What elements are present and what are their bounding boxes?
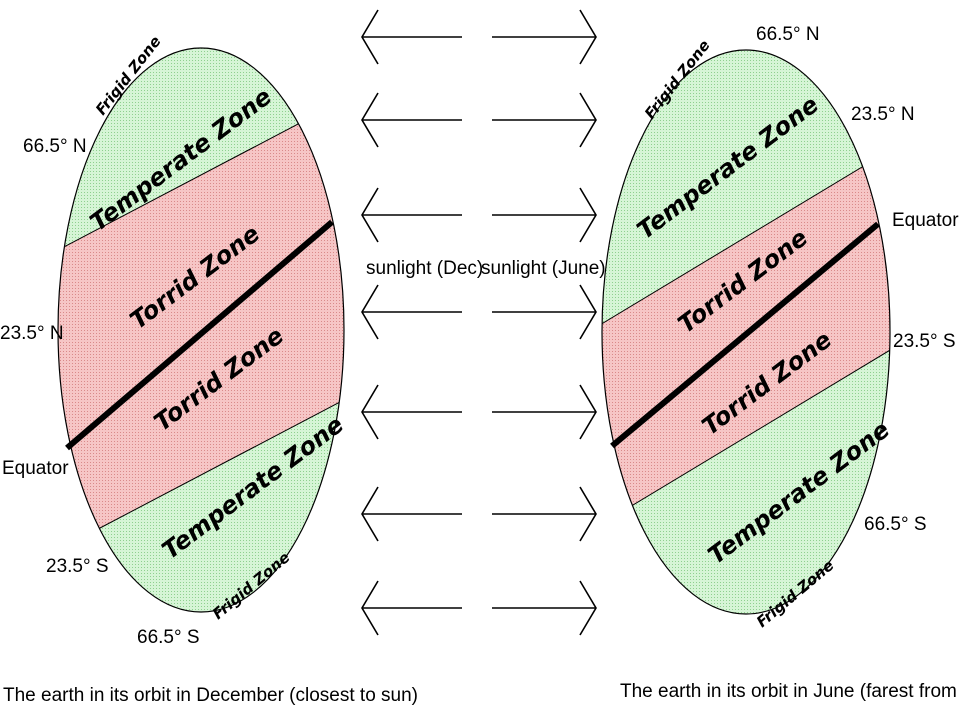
dec-earth-outline: [57, 47, 345, 613]
june-earth: Frigid Zone Temperate Zone Torrid Zone T…: [601, 24, 960, 702]
dec-lat-antarctic: 66.5° S: [137, 627, 200, 648]
dec-lat-arctic: 66.5° N: [23, 136, 87, 157]
arrow-row-3: [361, 187, 597, 243]
december-earth: Frigid Zone Temperate Zone Torrid Zone T…: [0, 33, 418, 706]
june-lat-antarctic: 66.5° S: [864, 514, 927, 535]
june-caption: The earth in its orbit in June (farest f…: [620, 681, 960, 702]
june-earth-outline: [601, 49, 891, 615]
sunlight-arrows: [361, 9, 597, 636]
sunlight-june-label: sunlight (June): [481, 258, 606, 279]
dec-lat-cancer: 23.5° N: [0, 323, 64, 344]
arrow-row-2: [361, 92, 597, 148]
dec-equator-line: [65, 219, 334, 451]
arrow-row-4: [361, 284, 597, 340]
june-lat-cancer: 23.5° N: [851, 104, 915, 125]
arrow-row-5: [361, 384, 597, 440]
dec-cancer-line: [58, 59, 344, 271]
june-lat-capricorn: 23.5° S: [893, 331, 956, 352]
dec-lat-capricorn: 23.5° S: [46, 556, 109, 577]
june-lat-arctic: 66.5° N: [756, 24, 820, 45]
arrow-row-7: [361, 580, 597, 636]
arrow-row-1: [361, 9, 597, 65]
dec-caption: The earth in its orbit in December (clos…: [3, 685, 418, 706]
dec-lat-equator: Equator: [2, 458, 69, 479]
june-torrid-band: [602, 120, 890, 543]
june-lat-equator: Equator: [892, 210, 959, 231]
sunlight-dec-label: sunlight (Dec): [366, 258, 483, 279]
june-equator-line: [610, 221, 880, 449]
arrow-row-6: [361, 486, 597, 542]
